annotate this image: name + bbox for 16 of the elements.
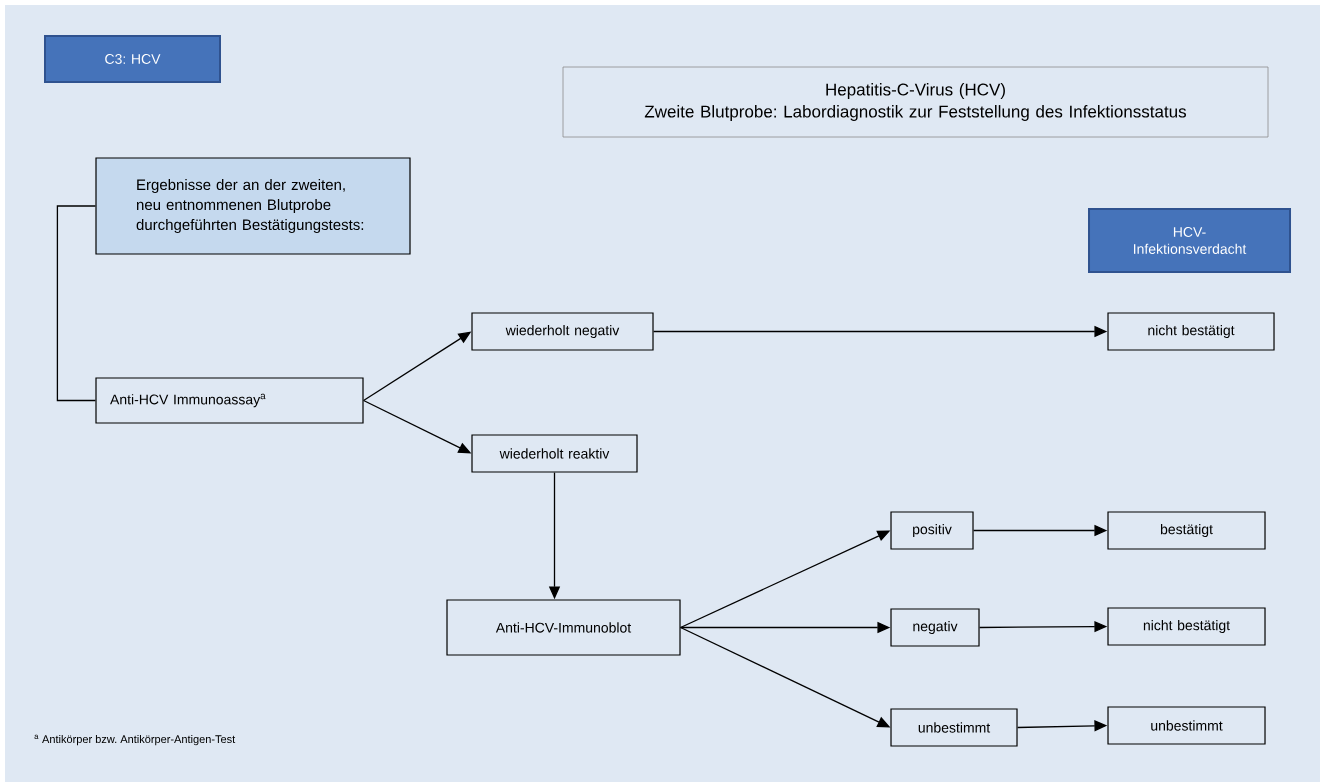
status-box: HCV- Infektionsverdacht: [1088, 208, 1291, 273]
header-tab: C3: HCV: [44, 35, 221, 83]
outcome-box: unbestimmt: [1107, 706, 1266, 745]
outcome-box: bestätigt: [1107, 511, 1266, 550]
footnote: $^{a}$ Antikörper bzw. Antikörper-Antigen-Test: [34, 734, 236, 746]
result-box: wiederholt reaktiv: [471, 434, 638, 473]
result-box: wiederholt negativ: [471, 312, 654, 351]
info-box: Ergebnisse der an der zweiten, neu entnommenen Blutprobe durchgeführten Bestätigungstests:: [95, 157, 411, 255]
test-box: Anti-HCV Immunoassay$^{a}$: [95, 377, 364, 424]
test-box: Anti-HCV-Immunoblot: [446, 599, 681, 656]
outcome-box: nicht bestätigt: [1107, 312, 1275, 351]
result-box: negativ: [890, 608, 980, 647]
outcome-box: nicht bestätigt: [1107, 607, 1266, 646]
result-box: positiv: [890, 511, 974, 550]
title-box: Hepatitis-C-Virus (HCV) Zweite Blutprobe: Labordiagnostik zur Feststellung des Infektionsstatus: [562, 66, 1269, 138]
result-box: unbestimmt: [890, 708, 1018, 747]
